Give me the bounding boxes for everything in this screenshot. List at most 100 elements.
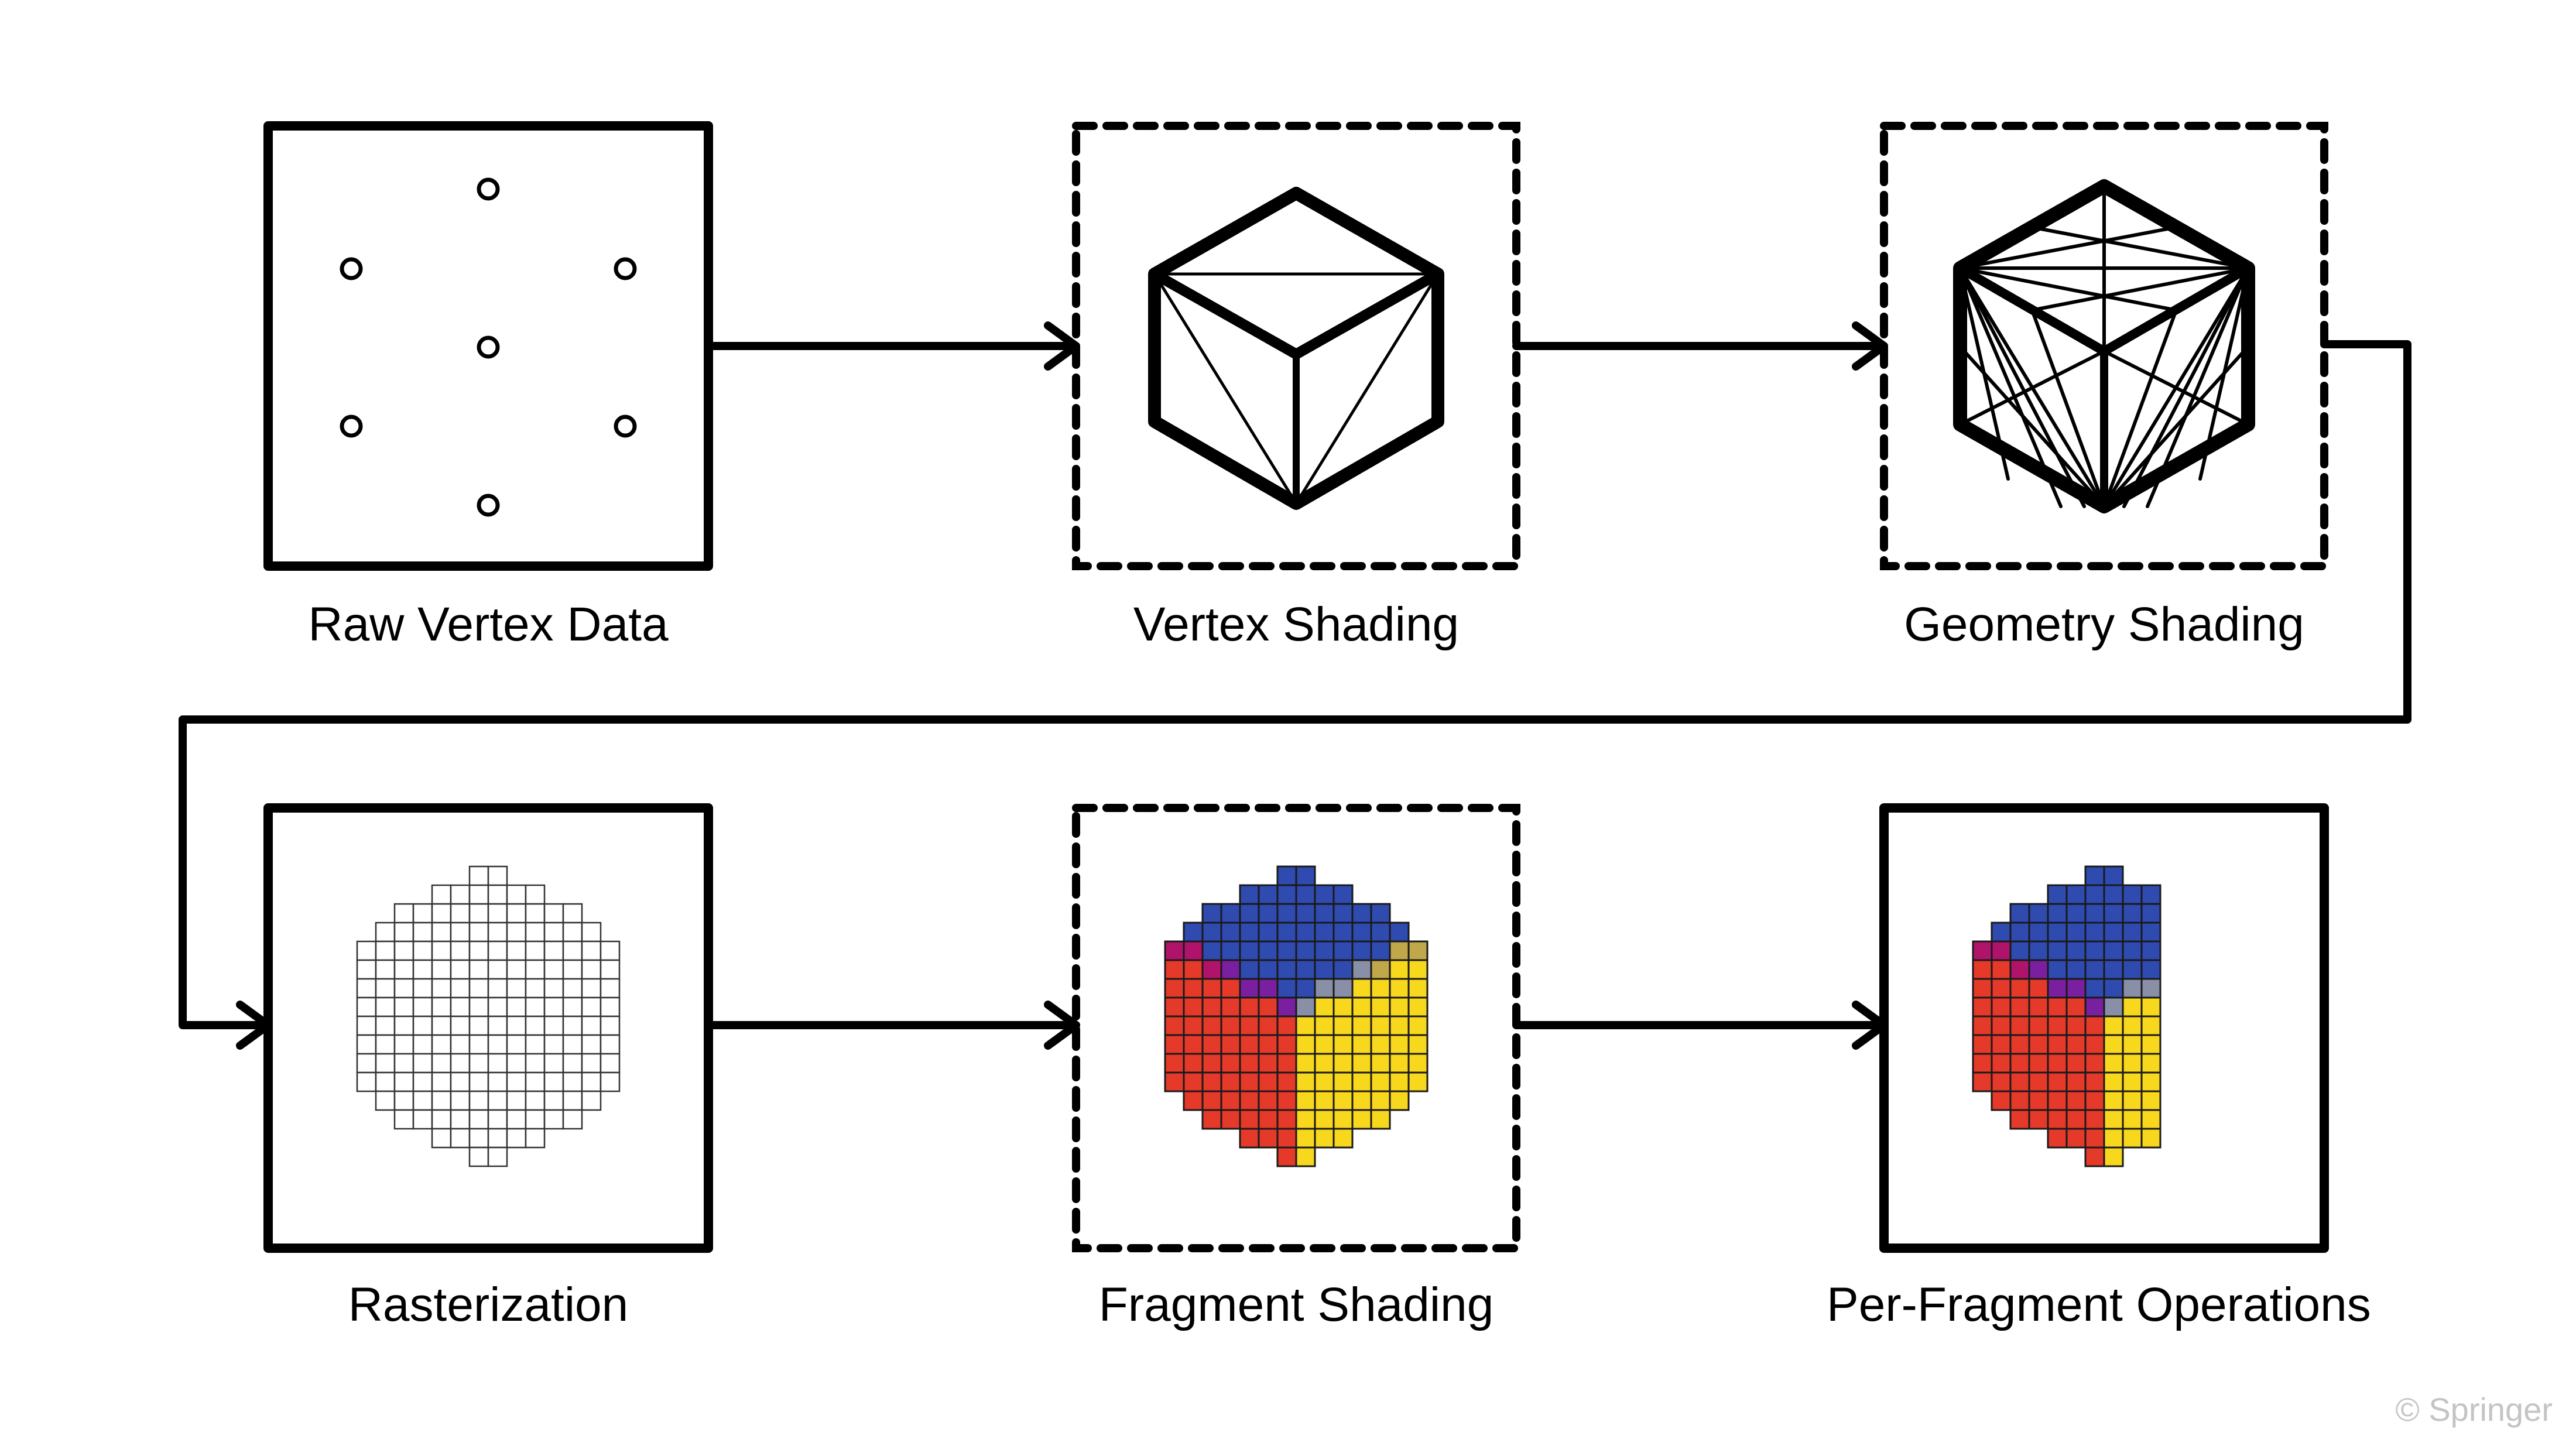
fragment-cell <box>1972 1053 1993 1074</box>
fragment-cell <box>1332 978 1354 999</box>
fragment-cell <box>2084 1071 2105 1092</box>
fragment-cell <box>506 1128 527 1149</box>
fragment-cell <box>2009 903 2030 924</box>
fragment-cell <box>2122 884 2143 905</box>
fragment-cell <box>525 1090 546 1111</box>
fragment-cell <box>468 922 489 943</box>
fragment-cell <box>2047 978 2068 999</box>
fragment-cell <box>1295 978 1316 999</box>
fragment-grid-per-fragment <box>1972 865 2161 1167</box>
fragment-cell <box>431 1053 452 1074</box>
fragment-cell <box>543 1071 564 1092</box>
fragment-cell <box>356 978 377 999</box>
fragment-cell <box>468 1090 489 1111</box>
fragment-cell <box>2009 1015 2030 1036</box>
fragment-cell <box>1370 903 1391 924</box>
fragment-cell <box>1183 1071 1204 1092</box>
fragment-cell <box>562 959 583 980</box>
fragment-cell <box>1991 1053 2012 1074</box>
fragment-cell <box>1276 978 1297 999</box>
fragment-cell <box>525 884 546 905</box>
fragment-cell <box>412 1053 433 1074</box>
fragment-cell <box>600 1034 621 1055</box>
fragment-cell <box>2103 1146 2124 1167</box>
fragment-cell <box>2009 940 2030 961</box>
fragment-cell <box>1201 940 1222 961</box>
fragment-cell <box>487 1034 508 1055</box>
fragment-cell <box>1389 959 1410 980</box>
fragment-cell <box>487 1071 508 1092</box>
fragment-cell <box>393 1090 415 1111</box>
fragment-cell <box>1220 1071 1241 1092</box>
fragment-cell <box>525 1109 546 1130</box>
fragment-cell <box>1258 978 1279 999</box>
fragment-cell <box>581 1034 602 1055</box>
fragment-cell <box>393 1053 415 1074</box>
fragment-cell <box>506 940 527 961</box>
fragment-cell <box>1389 1071 1410 1092</box>
fragment-cell <box>2140 1034 2161 1055</box>
fragment-cell <box>2028 1071 2049 1092</box>
fragment-cell <box>431 996 452 1018</box>
fragment-cell <box>1239 1109 1260 1130</box>
fragment-cell <box>2103 903 2124 924</box>
fragment-cell <box>2084 940 2105 961</box>
fragment-cell <box>2103 884 2124 905</box>
fragment-cell <box>2009 1071 2030 1092</box>
fragment-cell <box>1991 1034 2012 1055</box>
fragment-cell <box>1258 1034 1279 1055</box>
fragment-cell <box>2065 903 2087 924</box>
fragment-grid-rasterization <box>356 865 621 1167</box>
fragment-cell <box>1276 1034 1297 1055</box>
fragment-cell <box>2122 978 2143 999</box>
fragment-cell <box>2103 922 2124 943</box>
fragment-cell <box>1389 978 1410 999</box>
fragment-cell <box>356 940 377 961</box>
stage-box-raw-vertex-data <box>263 121 713 571</box>
fragment-cell <box>412 1071 433 1092</box>
fragment-cell <box>1389 1015 1410 1036</box>
fragment-cell <box>1201 1034 1222 1055</box>
fragment-cell <box>1351 1109 1372 1130</box>
fragment-cell <box>562 1015 583 1036</box>
fragment-cell <box>1332 1128 1354 1149</box>
fragment-cell <box>1370 996 1391 1018</box>
fragment-cell <box>412 978 433 999</box>
fragment-cell <box>581 959 602 980</box>
fragment-cell <box>525 1034 546 1055</box>
fragment-cell <box>1258 1015 1279 1036</box>
fragment-cell <box>2084 959 2105 980</box>
fragment-cell <box>375 1053 396 1074</box>
fragment-cell <box>431 1090 452 1111</box>
vertex-point <box>340 257 363 280</box>
fragment-cell <box>468 903 489 924</box>
fragment-cell <box>1201 903 1222 924</box>
fragment-cell <box>600 940 621 961</box>
fragment-cell <box>1389 1053 1410 1074</box>
fragment-cell <box>1183 1034 1204 1055</box>
fragment-cell <box>1183 996 1204 1018</box>
fragment-cell <box>468 865 489 886</box>
fragment-cell <box>525 1128 546 1149</box>
fragment-cell <box>356 1015 377 1036</box>
cube-wireframe-icon <box>1148 187 1444 510</box>
fragment-cell <box>1258 884 1279 905</box>
fragment-cell <box>1332 940 1354 961</box>
fragment-cell <box>1164 1034 1185 1055</box>
fragment-cell <box>375 1015 396 1036</box>
fragment-cell <box>1201 959 1222 980</box>
fragment-cell <box>2009 978 2030 999</box>
fragment-cell <box>1972 996 1993 1018</box>
fragment-cell <box>1332 903 1354 924</box>
fragment-cell <box>1201 1109 1222 1130</box>
fragment-cell <box>506 903 527 924</box>
fragment-cell <box>1276 884 1297 905</box>
fragment-cell <box>1332 1015 1354 1036</box>
fragment-cell <box>506 996 527 1018</box>
fragment-cell <box>487 1090 508 1111</box>
fragment-cell <box>1295 1034 1316 1055</box>
fragment-cell <box>1351 1034 1372 1055</box>
fragment-cell <box>356 996 377 1018</box>
fragment-cell <box>506 959 527 980</box>
fragment-cell <box>2122 940 2143 961</box>
